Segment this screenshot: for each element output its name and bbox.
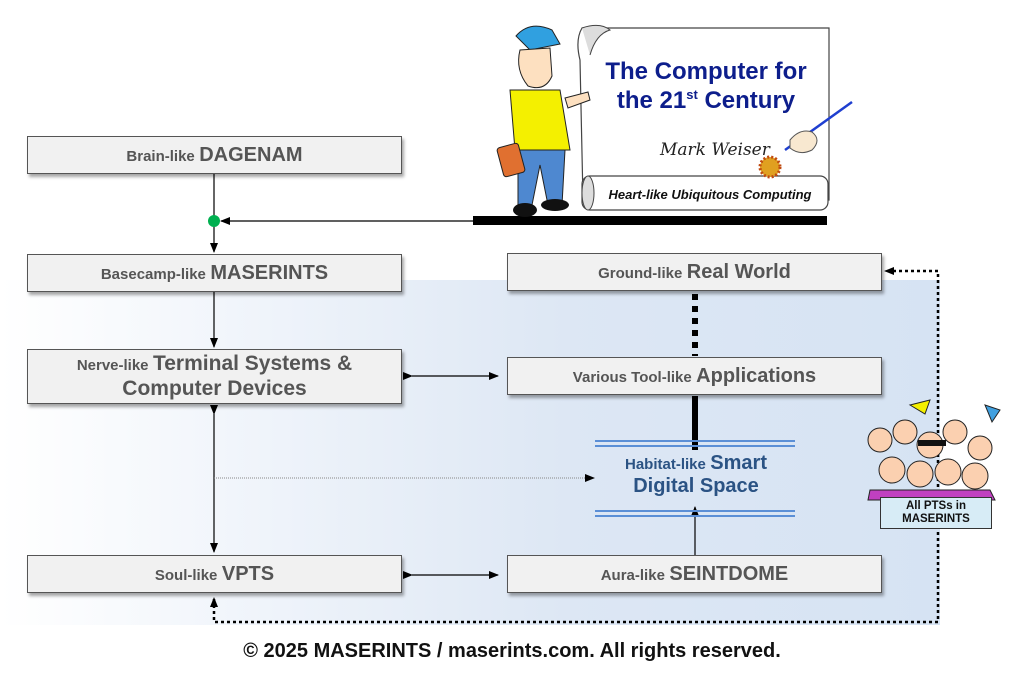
node-applications: Various Tool-like Applications bbox=[507, 357, 882, 395]
scroll-illustration bbox=[577, 24, 830, 211]
smart-space-top-rule bbox=[595, 440, 795, 447]
node-smart-digital-space: Habitat-like Smart Digital Space bbox=[596, 452, 796, 498]
title-part: the 21 bbox=[616, 86, 687, 114]
node-name: DAGENAM bbox=[199, 143, 303, 166]
node-name-line2: Computer Devices bbox=[122, 376, 307, 400]
title-part: Century bbox=[697, 86, 796, 114]
cartoon-man-illustration bbox=[496, 25, 591, 217]
crowd-sign-line1: All PTSs in bbox=[905, 500, 967, 512]
node-terminal-systems: Nerve-like Terminal Systems & Computer D… bbox=[27, 349, 402, 404]
crowd-sign: All PTSs in MASERINTS bbox=[880, 497, 992, 530]
node-name: MASERINTS bbox=[210, 261, 329, 284]
ground-bar bbox=[473, 216, 827, 225]
seal-icon bbox=[758, 155, 782, 179]
node-prefix: Soul-like bbox=[154, 566, 218, 584]
node-name: VPTS bbox=[221, 562, 275, 585]
title-superscript: st bbox=[686, 86, 698, 102]
node-maserints: Basecamp-like MASERINTS bbox=[27, 254, 402, 292]
node-prefix: Various Tool-like bbox=[572, 368, 692, 386]
node-prefix: Basecamp-like bbox=[100, 265, 206, 283]
node-real-world: Ground-like Real World bbox=[507, 253, 882, 291]
node-name: SEINTDOME bbox=[669, 562, 789, 585]
node-name: Real World bbox=[686, 260, 791, 283]
node-prefix: Brain-like bbox=[126, 147, 195, 165]
smart-space-bottom-rule bbox=[595, 510, 795, 517]
node-dagenam: Brain-like DAGENAM bbox=[27, 136, 402, 174]
node-name-line1: Smart bbox=[710, 452, 767, 474]
junction-dot bbox=[208, 215, 220, 227]
scroll-title-line1: The Computer for bbox=[605, 58, 807, 85]
crowd-illustration bbox=[867, 399, 1001, 501]
scroll-title-line2: the 21st Century bbox=[590, 87, 822, 116]
node-prefix: Nerve-like bbox=[76, 357, 149, 375]
scroll-title: The Computer for the 21st Century bbox=[590, 58, 822, 116]
ubiquitous-computing-banner: Heart-like Ubiquitous Computing bbox=[608, 187, 812, 202]
node-name: Applications bbox=[696, 364, 817, 387]
signature: Mark Weiser bbox=[660, 140, 770, 160]
node-prefix: Ground-like bbox=[598, 264, 683, 282]
node-name-line2: Digital Space bbox=[633, 475, 759, 497]
pen-hand-icon bbox=[784, 100, 853, 154]
feedback-loop-dotted-line bbox=[212, 269, 940, 624]
node-vpts: Soul-like VPTS bbox=[27, 555, 402, 593]
node-prefix: Habitat-like bbox=[624, 456, 706, 473]
node-name-line1: Terminal Systems & bbox=[152, 352, 353, 376]
node-prefix: Aura-like bbox=[600, 566, 665, 584]
copyright-footer: © 2025 MASERINTS / maserints.com. All ri… bbox=[243, 640, 781, 662]
node-seintdome: Aura-like SEINTDOME bbox=[507, 555, 882, 593]
crowd-sign-line2: MASERINTS bbox=[902, 513, 970, 526]
